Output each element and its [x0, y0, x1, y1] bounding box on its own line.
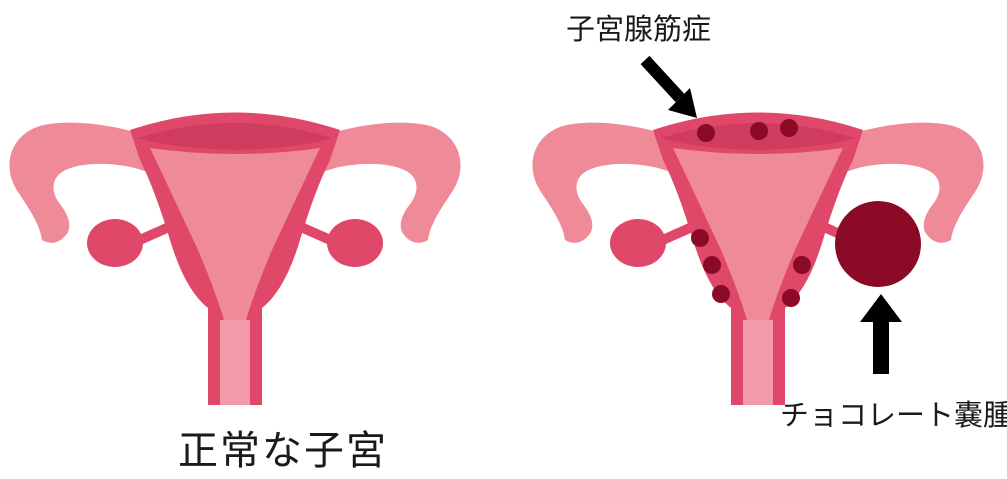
- chocolate-cyst-label: チョコレート嚢腫: [780, 392, 1007, 434]
- normal-uterus-illustration: [9, 113, 460, 406]
- adenomyosis-spot: [782, 289, 800, 307]
- adenomyosis-spot: [793, 256, 811, 274]
- adenomyosis-arrow-icon: [645, 60, 697, 118]
- adenomyosis-spot: [703, 256, 721, 274]
- adenomyosis-spot: [697, 124, 715, 142]
- adenomyosis-spot: [750, 122, 768, 140]
- cyst-arrow-icon: [860, 294, 902, 374]
- adenomyosis-spot: [691, 229, 709, 247]
- adenomyosis-spot: [712, 285, 730, 303]
- adenomyosis-spot: [780, 119, 798, 137]
- normal-uterus-label: 正常な子宮: [178, 418, 388, 476]
- adenomyosis-label: 子宮腺筋症: [566, 6, 711, 48]
- chocolate-cyst: [835, 201, 921, 287]
